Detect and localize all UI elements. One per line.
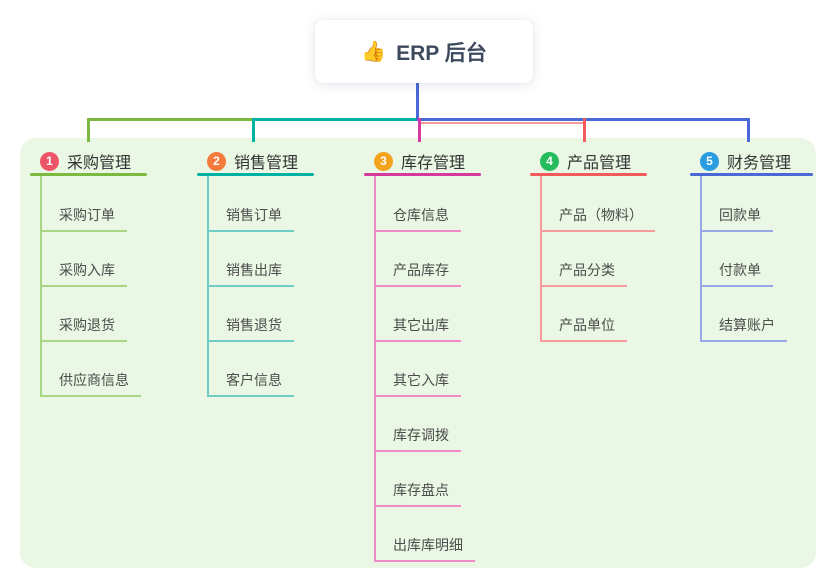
sub-item-label: 回款单: [719, 207, 761, 223]
sub-item[interactable]: 仓库信息: [374, 185, 461, 232]
sub-item[interactable]: 产品单位: [540, 295, 627, 342]
sub-item[interactable]: 产品库存: [374, 240, 461, 287]
root-node[interactable]: 👍 ERP 后台: [315, 20, 533, 83]
branch-number-badge: 3: [374, 151, 393, 171]
branches-panel: [20, 138, 816, 568]
sub-item[interactable]: 付款单: [700, 240, 773, 287]
branch-number-badge: 5: [700, 151, 719, 171]
sub-item[interactable]: 产品（物料）: [540, 185, 655, 232]
sub-item-label: 产品分类: [559, 262, 615, 278]
sub-item-label: 出库库明细: [393, 537, 463, 553]
sub-item-label: 采购入库: [59, 262, 115, 278]
sub-item[interactable]: 销售出库: [207, 240, 294, 287]
sub-item-label: 客户信息: [226, 372, 282, 388]
branch-number-badge: 2: [207, 151, 226, 171]
sub-item-label: 付款单: [719, 262, 761, 278]
sub-item[interactable]: 采购入库: [40, 240, 127, 287]
branch-underline: [530, 173, 647, 176]
subtree-connector-line: [374, 176, 376, 562]
sub-item-label: 供应商信息: [59, 372, 129, 388]
branch-number-badge: 1: [40, 151, 59, 171]
sub-item-label: 销售订单: [226, 207, 282, 223]
branch-label: 采购管理: [67, 155, 132, 172]
sub-item[interactable]: 结算账户: [700, 295, 787, 342]
sub-item[interactable]: 采购订单: [40, 185, 127, 232]
branch-node[interactable]: 3 库存管理: [374, 149, 465, 173]
thumbs-up-icon: 👍: [361, 40, 387, 63]
subtree-connector-line: [540, 176, 542, 342]
sub-item-label: 采购退货: [59, 317, 115, 333]
drop-line: [87, 118, 90, 142]
sub-item[interactable]: 库存调拨: [374, 405, 461, 452]
branch-number-badge: 4: [540, 151, 559, 171]
branch-node[interactable]: 1 采购管理: [40, 149, 131, 173]
sub-item[interactable]: 库存盘点: [374, 460, 461, 507]
sub-item-label: 其它出库: [393, 317, 449, 333]
branch-label: 库存管理: [401, 155, 466, 172]
drop-line: [252, 118, 255, 142]
sub-item-label: 销售出库: [226, 262, 282, 278]
sub-item[interactable]: 客户信息: [207, 350, 294, 397]
branch-label: 财务管理: [727, 155, 792, 172]
drop-line: [583, 118, 586, 142]
rail-green: [87, 118, 255, 121]
branch-node[interactable]: 2 销售管理: [207, 149, 298, 173]
branch-underline: [364, 173, 481, 176]
sub-item[interactable]: 出库库明细: [374, 515, 475, 562]
sub-item[interactable]: 回款单: [700, 185, 773, 232]
trunk-line: [416, 83, 419, 119]
sub-item-label: 其它入库: [393, 372, 449, 388]
branch-node[interactable]: 5 财务管理: [700, 149, 791, 173]
branch-underline: [197, 173, 314, 176]
sub-item[interactable]: 销售订单: [207, 185, 294, 232]
branch-label: 产品管理: [567, 155, 632, 172]
subtree-connector-line: [700, 176, 702, 342]
sub-item-label: 仓库信息: [393, 207, 449, 223]
sub-item-label: 结算账户: [719, 317, 775, 333]
root-title: ERP 后台: [396, 41, 487, 65]
rail-red-underlay: [419, 122, 585, 124]
drop-line: [747, 118, 750, 142]
branch-label: 销售管理: [234, 155, 299, 172]
branch-underline: [690, 173, 813, 176]
branch-node[interactable]: 4 产品管理: [540, 149, 631, 173]
sub-item-label: 库存调拨: [393, 427, 449, 443]
sub-item-label: 产品（物料）: [559, 207, 643, 223]
sub-item-label: 销售退货: [226, 317, 282, 333]
sub-item[interactable]: 销售退货: [207, 295, 294, 342]
sub-item-label: 产品单位: [559, 317, 615, 333]
sub-item[interactable]: 产品分类: [540, 240, 627, 287]
drop-line: [418, 118, 421, 142]
sub-item[interactable]: 采购退货: [40, 295, 127, 342]
sub-item-label: 产品库存: [393, 262, 449, 278]
sub-item-label: 库存盘点: [393, 482, 449, 498]
branch-underline: [30, 173, 147, 176]
sub-item[interactable]: 供应商信息: [40, 350, 141, 397]
sub-item[interactable]: 其它入库: [374, 350, 461, 397]
sub-item-label: 采购订单: [59, 207, 115, 223]
rail-teal: [252, 118, 419, 121]
sub-item[interactable]: 其它出库: [374, 295, 461, 342]
